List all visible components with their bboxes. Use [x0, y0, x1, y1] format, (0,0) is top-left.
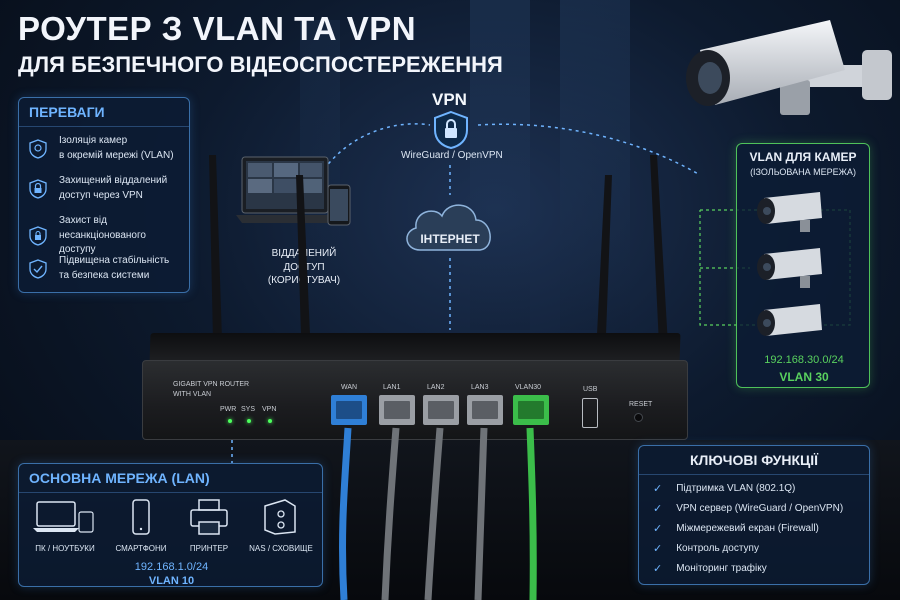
lan-panel: ОСНОВНА МЕРЕЖА (LAN) ПК / НОУТБУКИ СМАРТ… [18, 463, 323, 587]
lan-vlan-id: VLAN 10 [148, 575, 195, 587]
lan-subnet: 192.168.1.0/24 [134, 561, 209, 573]
camera-vlan-title: VLAN ДЛЯ КАМЕР [749, 150, 857, 164]
camera-vlan-id: VLAN 30 [779, 370, 829, 384]
function-item: ✓Міжмережевий екран (Firewall) [653, 523, 819, 535]
printer-icon [190, 499, 228, 535]
led-pwr [228, 419, 232, 423]
function-item: ✓Контроль доступу [653, 543, 759, 555]
smartphone-icon [132, 499, 150, 535]
lock-icon [29, 178, 47, 199]
laptop-phone-icon [236, 156, 351, 226]
shield-check-icon [29, 258, 47, 279]
router-model-line1: GIGABIT VPN ROUTER [173, 381, 250, 388]
usb-port[interactable] [582, 398, 598, 428]
antennas [209, 155, 668, 345]
check-icon: ✓ [653, 523, 663, 535]
router-model-line2: WITH VLAN [173, 391, 212, 398]
reset-button[interactable] [634, 413, 643, 422]
function-item: ✓VPN сервер (WireGuard / OpenVPN) [653, 503, 844, 515]
security-camera-icon [757, 248, 822, 288]
camera-group [757, 192, 822, 336]
check-icon: ✓ [653, 483, 663, 495]
shield-lock-icon [29, 226, 47, 246]
port-label-vlan30: VLAN30 [515, 384, 542, 391]
page-subtitle: ДЛЯ БЕЗПЕЧНОГО ВІДЕОСПОСТЕРЕЖЕННЯ [18, 52, 503, 77]
vpn-label: VPN [432, 90, 467, 109]
security-camera-icon [757, 304, 822, 336]
functions-panel: КЛЮЧОВІ ФУНКЦІЇ ✓Підтримка VLAN (802.1Q)… [638, 445, 870, 585]
cloud-icon: ІНТЕРНЕТ [406, 204, 491, 251]
led-vpn [268, 419, 272, 423]
port-label-lan1: LAN1 [383, 384, 401, 391]
router: GIGABIT VPN ROUTER WITH VLAN PWR SYS VPN… [142, 360, 688, 440]
device-label-printer: ПРИНТЕР [189, 544, 229, 553]
functions-title: КЛЮЧОВІ ФУНКЦІЇ [639, 446, 869, 475]
port-label-lan3: LAN3 [471, 384, 489, 391]
reset-label: RESET [629, 401, 653, 408]
port-vlan30[interactable] [513, 395, 549, 425]
led-label-pwr: PWR [220, 406, 237, 413]
device-label-nas: NAS / СХОВИЩЕ [249, 544, 313, 553]
camera-isolation-icon [29, 138, 47, 159]
check-icon: ✓ [653, 503, 663, 515]
security-camera-icon [686, 20, 892, 115]
led-label-sys: SYS [241, 406, 256, 413]
port-label-wan: WAN [341, 384, 358, 391]
led-sys [247, 419, 251, 423]
camera-subnet: 192.168.30.0/24 [764, 354, 844, 366]
port-label-lan2: LAN2 [427, 384, 445, 391]
advantages-title: ПЕРЕВАГИ [19, 98, 189, 127]
led-label-vpn: VPN [262, 406, 277, 413]
vpn-protocols: WireGuard / OpenVPN [401, 150, 503, 161]
server-rack-background [470, 0, 530, 330]
camera-vlan-subtitle: (ІЗОЛЬОВАНА МЕРЕЖА) [750, 167, 856, 177]
internet-label: ІНТЕРНЕТ [420, 232, 480, 246]
vpn-shield-icon [434, 110, 468, 150]
function-item: ✓Підтримка VLAN (802.1Q) [653, 483, 796, 495]
lan-title: ОСНОВНА МЕРЕЖА (LAN) [19, 464, 322, 493]
check-icon: ✓ [653, 543, 663, 555]
function-item: ✓Моніторинг трафіку [653, 563, 767, 575]
server-rack-background [560, 0, 630, 330]
usb-label: USB [583, 386, 598, 393]
port-lan1[interactable] [379, 395, 415, 425]
port-wan[interactable] [331, 395, 367, 425]
page-title: РОУТЕР З VLAN ТА VPN [18, 10, 417, 47]
port-lan3[interactable] [467, 395, 503, 425]
nas-icon [264, 499, 296, 535]
device-label-phones: СМАРТФОНИ [115, 544, 167, 553]
port-lan2[interactable] [423, 395, 459, 425]
laptop-icon [33, 501, 94, 533]
check-icon: ✓ [653, 563, 663, 575]
security-camera-icon [757, 192, 822, 232]
device-label-pc: ПК / НОУТБУКИ [35, 544, 95, 553]
